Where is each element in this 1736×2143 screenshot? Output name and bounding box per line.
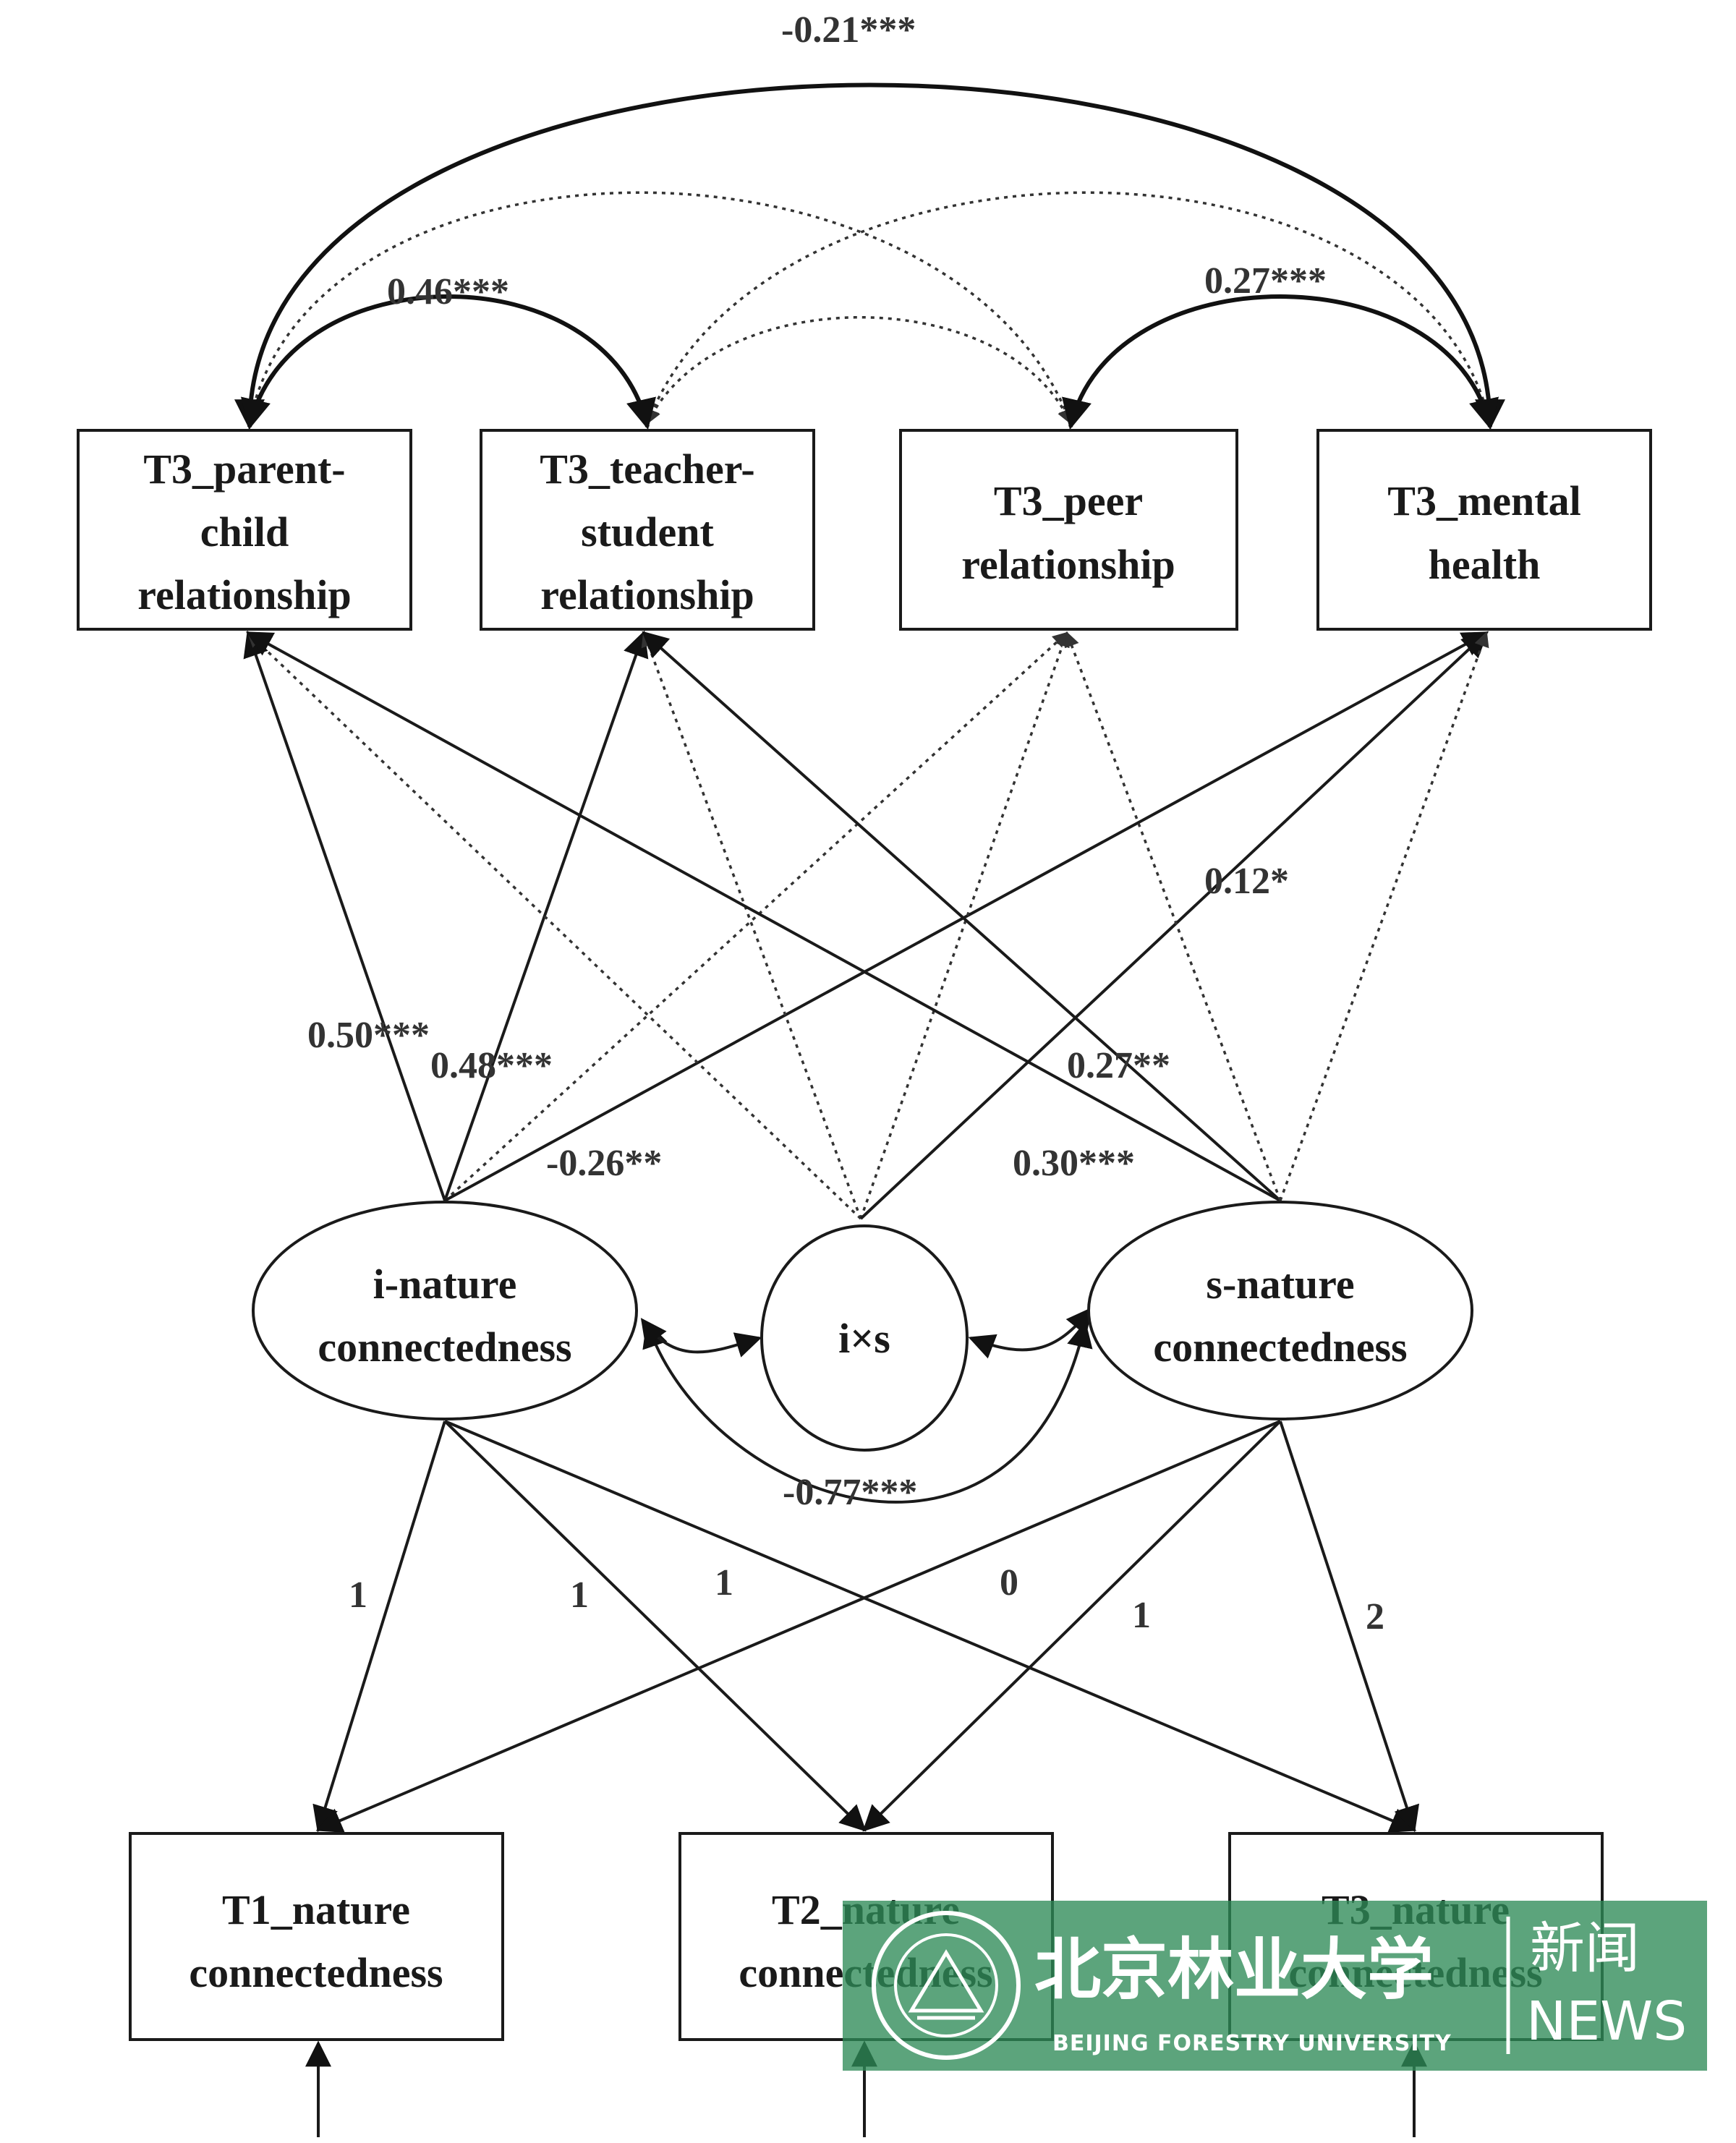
coef-pc-ts-covariance: 0.46***: [387, 271, 509, 312]
loading-label-s-t2: 1: [1132, 1595, 1151, 1636]
cov-ixs-s-arrow: [968, 1307, 1093, 1359]
loading-i-to-t3: [444, 1420, 1417, 1833]
coef-i-s-covariance: -0.77***: [783, 1472, 917, 1513]
outcome-label-line: T3_parent-: [143, 446, 345, 493]
latent-label-line: i-nature: [373, 1261, 517, 1308]
cov-pc-peer-arrow: [244, 191, 1073, 425]
coef-i-to-ts: 0.48***: [430, 1045, 553, 1086]
path-i-to-mh: [444, 631, 1489, 1202]
outcome-label-line: health: [1429, 541, 1541, 588]
coef-s-to-ts: 0.30***: [1013, 1143, 1135, 1184]
path-ixs-to-ts: [641, 631, 862, 1219]
outcome-box-parent-child: T3_parent- child relationship: [77, 429, 412, 631]
outcome-label-line: relationship: [961, 541, 1175, 588]
path-ixs-to-pc: [247, 631, 862, 1220]
outcome-box-peer: T3_peer relationship: [899, 429, 1238, 631]
outcome-label-line: T3_teacher-: [540, 446, 754, 493]
coef-peer-mh-covariance: 0.27***: [1204, 260, 1327, 302]
coef-i-to-pc: 0.50***: [307, 1015, 430, 1056]
loading-s-to-t2: [862, 1420, 1282, 1832]
university-seal-icon: [872, 1911, 1021, 2060]
cov-i-s-arrow: [642, 1321, 1093, 1504]
path-i-to-peer: [443, 631, 1068, 1202]
outcome-label-line: T3_mental: [1387, 477, 1580, 524]
path-ixs-to-mh: [859, 631, 1489, 1220]
coef-ixs-to-mh: 0.12*: [1204, 861, 1289, 902]
loading-i-to-t2: [443, 1420, 867, 1832]
latent-s-nature: s-nature connectedness: [1087, 1201, 1473, 1420]
watermark-news-cn: 新闻: [1530, 1916, 1640, 1980]
cov-peer-mh-arrow: [1062, 294, 1499, 430]
loading-label-s-t1: 0: [1000, 1562, 1018, 1603]
cov-ts-mh-arrow: [645, 191, 1494, 425]
watermark-banner: 北京林业大学 BEIJING FORESTRY UNIVERSITY 新闻 NE…: [843, 1901, 1707, 2071]
outcome-box-teacher-student: T3_teacher- student relationship: [480, 429, 815, 631]
loading-label-i-t2: 1: [570, 1575, 589, 1616]
latent-label-line: connectedness: [1153, 1324, 1407, 1371]
watermark-university-en: BEIJING FORESTRY UNIVERSITY: [1052, 2031, 1452, 2056]
path-i-to-pc: [243, 630, 446, 1201]
coef-top-covariance: -0.21***: [781, 9, 916, 51]
path-s-to-peer: [1064, 631, 1282, 1201]
loading-label-i-t1: 1: [349, 1575, 367, 1616]
loading-label-s-t3: 2: [1366, 1596, 1384, 1637]
cov-pc-ts-arrow: [241, 294, 656, 430]
coef-s-to-pc: 0.27**: [1067, 1045, 1170, 1086]
cov-i-ixs-arrow: [640, 1318, 762, 1358]
outcome-label-line: T3_peer: [994, 477, 1143, 524]
coef-i-to-mh: -0.26**: [546, 1143, 662, 1184]
watermark-news-en: NEWS: [1526, 1990, 1687, 2053]
latent-label: i×s: [838, 1315, 890, 1362]
cov-pc-mh-arrow: [234, 82, 1505, 430]
outcome-label-line: student: [581, 508, 714, 555]
path-s-to-mh: [1279, 631, 1489, 1201]
indicator-box-t1: T1_nature connectedness: [129, 1832, 504, 2041]
loading-label-i-t3: 1: [715, 1562, 733, 1603]
loading-s-to-t1: [315, 1420, 1281, 1833]
watermark-university-cn: 北京林业大学: [1034, 1930, 1434, 2008]
path-s-to-pc: [245, 631, 1281, 1202]
loading-s-to-t3: [1279, 1420, 1420, 1833]
latent-label-line: s-nature: [1206, 1261, 1354, 1308]
outcome-label-line: child: [200, 508, 289, 555]
outcome-label-line: relationship: [540, 571, 754, 618]
outcome-label-line: relationship: [137, 571, 351, 618]
latent-label-line: connectedness: [318, 1324, 571, 1371]
latent-ixs: i×s: [760, 1224, 969, 1452]
path-ixs-to-peer: [859, 631, 1070, 1219]
path-s-to-ts: [642, 631, 1282, 1202]
cov-ts-peer-arrow: [646, 316, 1072, 425]
indicator-label-line: connectedness: [189, 1949, 443, 1996]
latent-i-nature: i-nature connectedness: [252, 1201, 638, 1420]
loading-i-to-t1: [312, 1420, 446, 1833]
indicator-label-line: T1_nature: [222, 1886, 410, 1933]
outcome-box-mental-health: T3_mental health: [1316, 429, 1652, 631]
